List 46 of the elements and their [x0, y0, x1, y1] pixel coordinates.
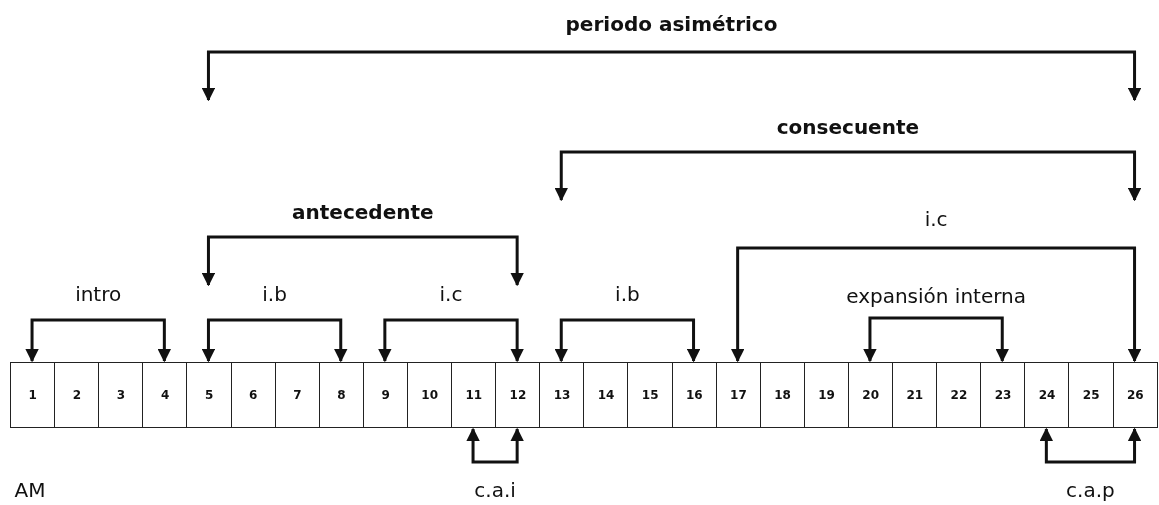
bracket-arrow [201, 318, 348, 363]
measure-cell: 3 [98, 362, 144, 428]
measure-cell: 15 [627, 362, 673, 428]
measure-cell: 26 [1112, 362, 1159, 428]
measure-cell: 18 [759, 362, 806, 428]
bracket-arrow [466, 427, 524, 464]
measure-cell: 19 [803, 362, 850, 428]
measure-cell: 5 [186, 362, 232, 428]
bracket-arrow [378, 318, 524, 363]
measure-cell: 12 [495, 362, 541, 428]
bracket-label: antecedente [292, 200, 434, 224]
form-label: AM [14, 478, 46, 502]
edge-label: i.c [924, 207, 948, 231]
measure-cell: 24 [1024, 362, 1070, 428]
measure-cell: 16 [671, 362, 718, 428]
measure-cell: 25 [1068, 362, 1114, 428]
measure-cell: 21 [892, 362, 938, 428]
bracket-arrow [730, 246, 1142, 363]
edge-label: i.b [262, 282, 287, 306]
edge-label: intro [75, 282, 122, 306]
bracket-arrow [863, 316, 1009, 363]
edge-label: c.a.i [474, 478, 516, 502]
edge-label: i.c [439, 282, 463, 306]
bracket-arrow [25, 318, 172, 363]
measure-cell: 9 [362, 362, 409, 428]
bracket-arrow [554, 318, 701, 363]
measure-cell: 23 [980, 362, 1026, 428]
measure-cell: 14 [583, 362, 629, 428]
measure-cell: 17 [715, 362, 762, 428]
measure-cell: 20 [847, 362, 894, 428]
measure-cell: 6 [230, 362, 277, 428]
measure-cell: 8 [318, 362, 365, 428]
edge-label: c.a.p [1066, 478, 1115, 502]
bracket-label: periodo asimétrico [565, 12, 778, 36]
measure-cell: 4 [142, 362, 188, 428]
measure-cell: 10 [406, 362, 453, 428]
bracket-label: consecuente [776, 115, 920, 139]
bracket-arrow [1039, 427, 1142, 464]
measure-cell: 1 [10, 362, 56, 428]
edge-label: i.b [615, 282, 640, 306]
measure-cell: 7 [274, 362, 321, 428]
measure-cell: 13 [539, 362, 585, 428]
measure-cell: 11 [451, 362, 497, 428]
edge-label: expansión interna [846, 284, 1026, 308]
measure-cell: 2 [54, 362, 100, 428]
measure-cell: 22 [936, 362, 982, 428]
